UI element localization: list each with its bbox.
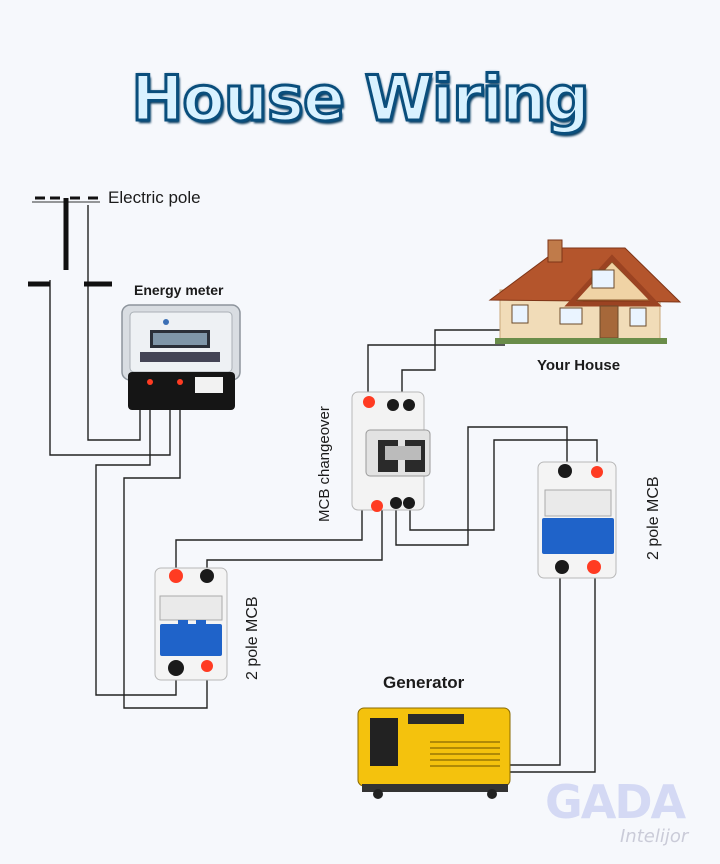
electric-pole	[28, 196, 112, 287]
wire-mcb-generator-1	[510, 568, 561, 766]
mcb-changeover	[351, 391, 431, 512]
page-title: House Wiring	[130, 61, 591, 137]
watermark-logo: GADA	[545, 775, 686, 829]
wires	[49, 205, 598, 773]
wire-changeover-mcb-2	[409, 439, 598, 531]
watermark-text: Intelijor	[620, 826, 689, 847]
wire-mcb-generator-2	[510, 568, 596, 773]
wire-mcb-changeover-1	[175, 505, 363, 575]
house-label: Your House	[537, 357, 621, 374]
wire-pole-meter-1	[49, 280, 171, 456]
energy-meter	[121, 304, 241, 410]
wire-pole-meter-2	[87, 205, 141, 441]
wire-meter-mcb-1	[95, 385, 177, 696]
house-image	[488, 239, 682, 344]
changeover-label: MCB changeover	[316, 406, 333, 522]
generator-label: Generator	[383, 673, 465, 692]
wire-changeover-house-1	[367, 344, 505, 400]
wire-meter-mcb-2	[123, 385, 208, 709]
generator-image	[357, 707, 511, 799]
mcb-right-label: 2 pole MCB	[645, 476, 662, 560]
wire-changeover-mcb-1	[395, 426, 568, 546]
wire-changeover-house-2	[401, 329, 505, 400]
electric-pole-label: Electric pole	[108, 188, 201, 207]
mcb-left-label: 2 pole MCB	[244, 596, 261, 680]
mcb-left	[154, 567, 228, 681]
energy-meter-label: Energy meter	[134, 282, 224, 298]
mcb-right	[537, 461, 617, 579]
